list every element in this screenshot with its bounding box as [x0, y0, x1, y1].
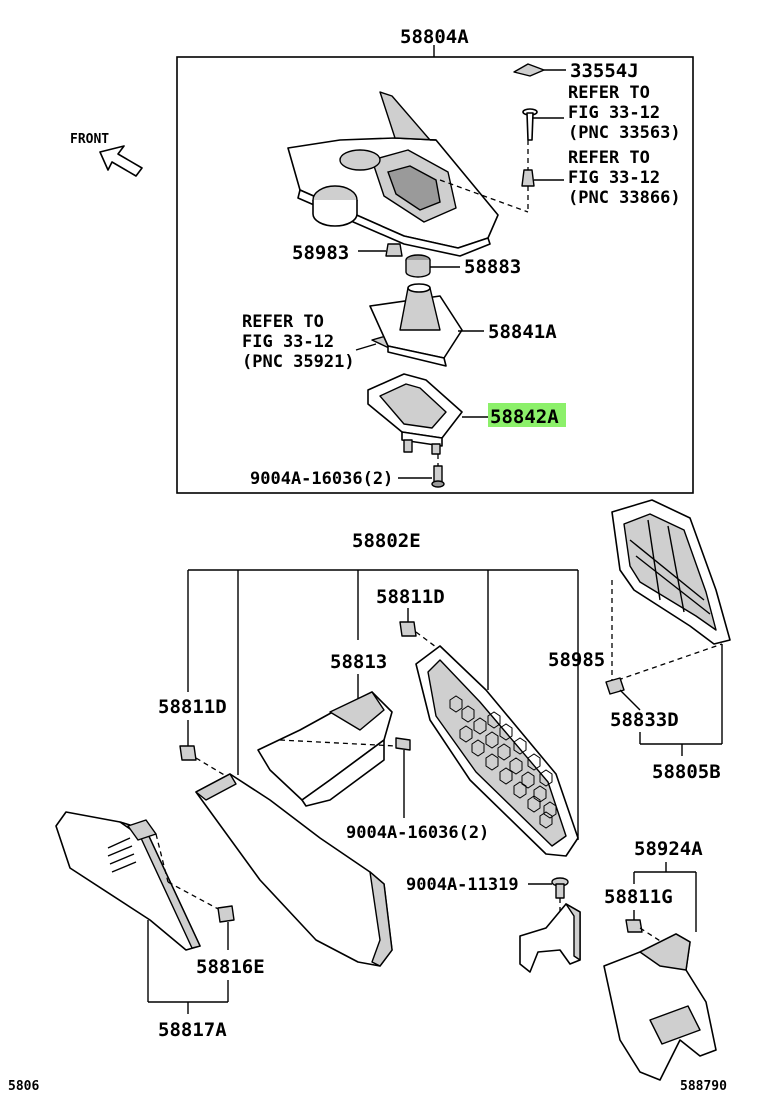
boot-ring-58883: [405, 254, 431, 278]
side-cover-58817A: [55, 811, 201, 951]
bracket-lower: [519, 903, 581, 973]
label-58883[interactable]: 58883: [464, 256, 521, 278]
mesh-panel-58985: [415, 645, 579, 857]
bracket-58813: [257, 691, 393, 807]
screw-9004A-16036-top: [431, 465, 445, 488]
screw-9004A-11319: [551, 877, 569, 899]
grommet-33866: [521, 169, 535, 187]
refer-33866-line3[interactable]: (PNC 33866): [568, 188, 681, 208]
label-58811D-top[interactable]: 58811D: [376, 586, 445, 608]
pin-33563: [522, 108, 538, 141]
label-58813[interactable]: 58813: [330, 651, 387, 673]
refer-35921-line3[interactable]: (PNC 35921): [242, 352, 355, 372]
refer-35921-line2[interactable]: FIG 33-12: [242, 332, 334, 352]
refer-33563-line2[interactable]: FIG 33-12: [568, 103, 660, 123]
label-9004A-16036-mid[interactable]: 9004A-16036(2): [346, 823, 489, 843]
label-58924A[interactable]: 58924A: [634, 838, 703, 860]
corner-code-right: 588790: [680, 1079, 727, 1094]
label-58985[interactable]: 58985: [548, 649, 605, 671]
rear-cover-58924A: [603, 933, 717, 1081]
shift-boot-58841A: [369, 283, 463, 367]
label-58805B[interactable]: 58805B: [652, 761, 721, 783]
clip-58811D-top: [399, 621, 417, 637]
refer-33563-line1[interactable]: REFER TO: [568, 83, 650, 103]
highlight-58842A: [488, 403, 566, 427]
clip-33554J: [513, 63, 545, 77]
clip-58833D: [605, 677, 625, 695]
clip-58811G: [625, 919, 643, 933]
refer-33866-line2[interactable]: FIG 33-12: [568, 168, 660, 188]
label-58841A[interactable]: 58841A: [488, 321, 557, 343]
plate-58842A: [367, 373, 463, 455]
console-upper-panel: [287, 91, 529, 257]
label-58842A[interactable]: 58842A: [490, 406, 559, 428]
refer-33866-line1[interactable]: REFER TO: [568, 148, 650, 168]
front-label[interactable]: FRONT: [70, 132, 109, 147]
label-58811D-left[interactable]: 58811D: [158, 696, 227, 718]
label-58802E[interactable]: 58802E: [352, 530, 421, 552]
refer-33563-line3[interactable]: (PNC 33563): [568, 123, 681, 143]
label-58817A[interactable]: 58817A: [158, 1019, 227, 1041]
console-box-58802E: [195, 773, 393, 967]
label-9004A-16036-top[interactable]: 9004A-16036(2): [250, 469, 393, 489]
assembly-box-58804A: [176, 56, 694, 494]
corner-code-left: 5806: [8, 1079, 39, 1094]
label-9004A-11319[interactable]: 9004A-11319: [406, 875, 519, 895]
side-panel-58805B: [611, 499, 731, 645]
label-58983[interactable]: 58983: [292, 242, 349, 264]
refer-35921-line1[interactable]: REFER TO: [242, 312, 324, 332]
screw-9004A-16036-mid: [395, 737, 411, 751]
label-58804A[interactable]: 58804A: [400, 26, 469, 48]
front-arrow-icon: [99, 145, 143, 177]
label-58833D[interactable]: 58833D: [610, 709, 679, 731]
label-58816E[interactable]: 58816E: [196, 956, 265, 978]
label-58811G[interactable]: 58811G: [604, 886, 673, 908]
clip-58816E: [217, 905, 235, 923]
clip-58983: [385, 243, 403, 257]
clip-58811D-left: [179, 745, 197, 761]
label-33554J[interactable]: 33554J: [570, 60, 639, 82]
